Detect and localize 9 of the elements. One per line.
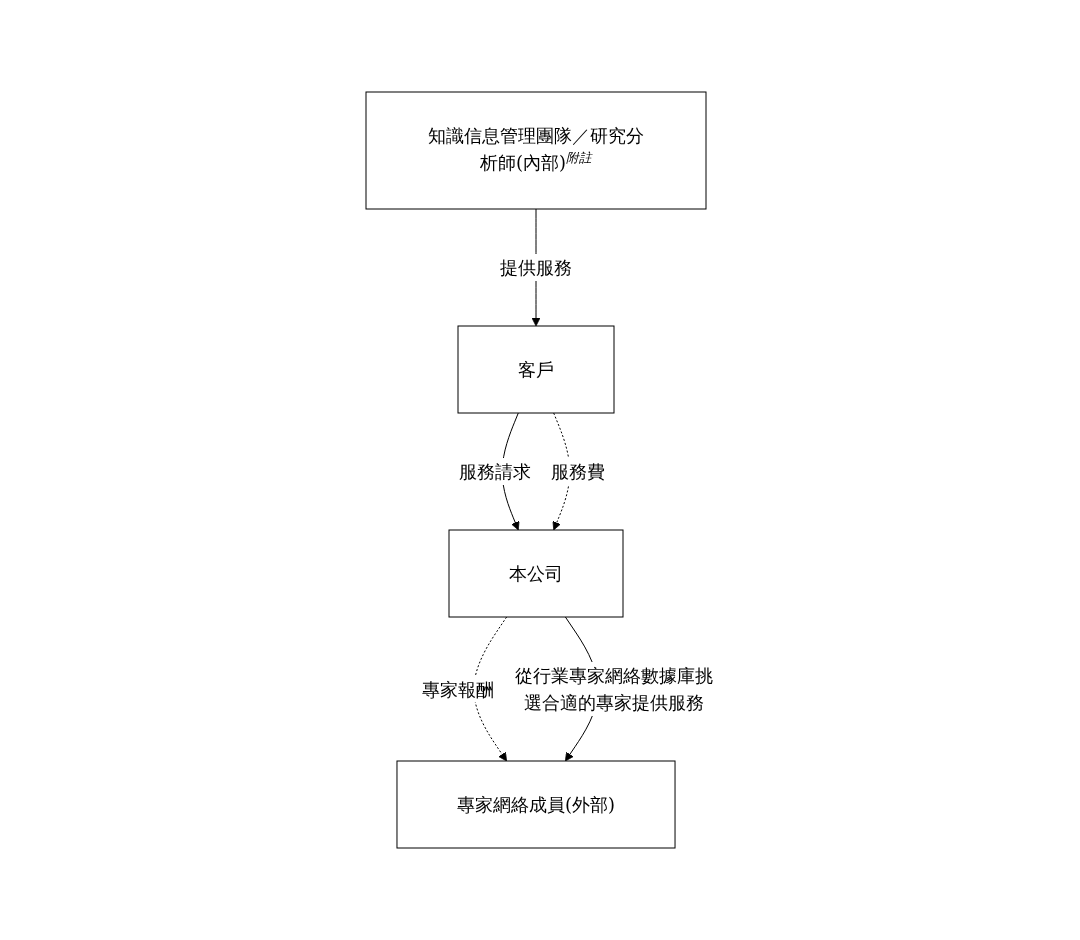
edge-label: 專家報酬: [422, 678, 494, 700]
node-box: 專家網絡成員(外部): [396, 760, 676, 849]
node-box: 客戶: [457, 325, 615, 414]
edge-label: 服務請求: [458, 461, 531, 482]
edge-label: 服務費: [550, 461, 605, 482]
node-box: 本公司: [448, 529, 624, 618]
edge-label: 從行業專家網絡數據庫挑選合適的專家提供服務: [515, 665, 713, 713]
node-box: 知識信息管理團隊／研究分析師(內部)$^{附註}$: [365, 91, 707, 210]
edge-label: 提供服務: [500, 257, 572, 278]
